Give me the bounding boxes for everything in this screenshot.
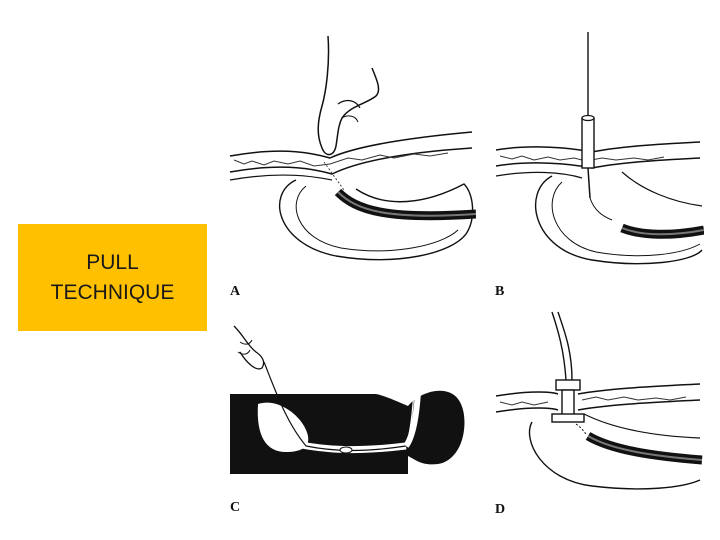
panel-d-illustration — [495, 311, 703, 490]
panel-c-label: C — [230, 500, 241, 515]
panel-a-label: A — [230, 284, 241, 299]
slide-title: PULL TECHNIQUE — [51, 248, 175, 308]
title-line-2: TECHNIQUE — [50, 280, 175, 304]
panel-b: B — [492, 30, 704, 299]
panel-d-label: D — [495, 502, 506, 517]
panel-b-label: B — [495, 284, 505, 299]
panel-d: D — [492, 310, 704, 517]
panel-a-illustration — [229, 35, 476, 261]
panel-a: A — [226, 34, 476, 299]
panel-b-illustration — [495, 32, 704, 265]
panel-c-illustration — [230, 325, 465, 474]
title-box: PULL TECHNIQUE — [18, 224, 207, 331]
panel-c: C — [226, 322, 476, 515]
title-line-1: PULL — [86, 250, 139, 274]
